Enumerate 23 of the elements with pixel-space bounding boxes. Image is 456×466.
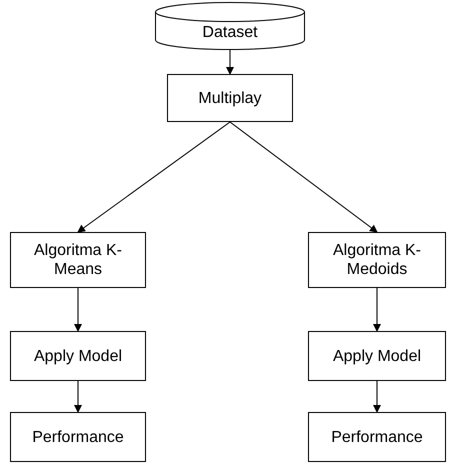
process-box [10, 331, 146, 381]
node-label: Apply Model [332, 346, 422, 366]
process-box [308, 331, 446, 381]
process-box [308, 412, 446, 462]
arrow [74, 288, 82, 332]
database-cylinder [155, 2, 305, 50]
arrow [77, 122, 230, 233]
node-label: Dataset [202, 22, 258, 42]
arrow [230, 122, 378, 233]
node-label: Algoritma K-Means [32, 241, 124, 279]
node-label: Performance [331, 428, 423, 446]
node-label: Algoritma K-Medoids [332, 241, 422, 279]
arrow [226, 50, 234, 75]
process-box [167, 74, 293, 122]
process-box [10, 232, 146, 288]
process-box [10, 412, 146, 462]
arrow [373, 288, 381, 332]
arrow [74, 380, 82, 413]
node-label: Apply Model [34, 346, 122, 366]
arrow [373, 380, 381, 413]
node-label: Performance [32, 428, 124, 446]
process-box [308, 232, 446, 288]
node-label: Multiplay [198, 88, 262, 108]
